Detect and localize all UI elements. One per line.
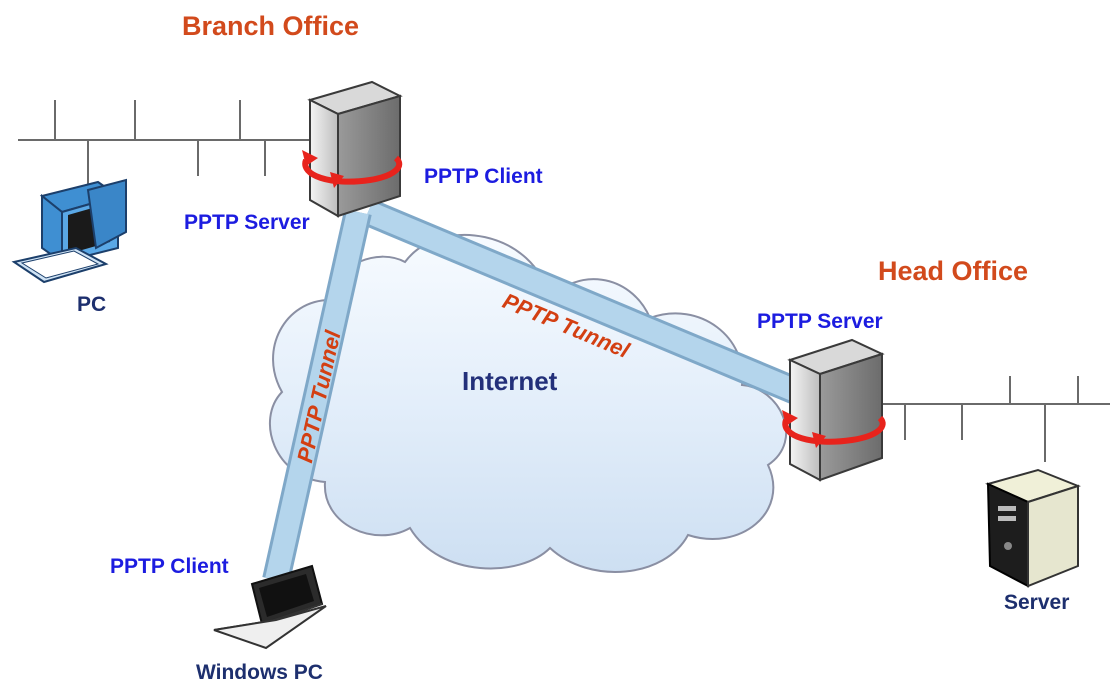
head-office-label: Head Office <box>878 256 1029 286</box>
branch-pptp-server-label: PPTP Server <box>184 211 310 234</box>
branch-pptp-client-label: PPTP Client <box>424 165 543 188</box>
head-pptp-server-label: PPTP Server <box>757 310 883 333</box>
head-lan-bus <box>880 376 1110 462</box>
windows-pc-label: Windows PC <box>196 661 323 684</box>
branch-vpn-router-icon <box>302 80 403 218</box>
laptop-icon <box>213 564 327 650</box>
branch-office-label: Branch Office <box>182 11 360 41</box>
branch-lan-bus <box>18 100 310 186</box>
desktop-pc-icon <box>11 178 127 284</box>
tower-server-icon <box>985 468 1081 588</box>
tunnel-branch-to-head <box>362 199 828 415</box>
server-label: Server <box>1004 591 1070 614</box>
tunnel-branch-to-laptop <box>262 208 372 584</box>
pc-label: PC <box>77 293 107 316</box>
laptop-pptp-client-label: PPTP Client <box>110 555 229 578</box>
head-vpn-router-icon <box>782 338 886 482</box>
internet-label: Internet <box>462 366 558 396</box>
